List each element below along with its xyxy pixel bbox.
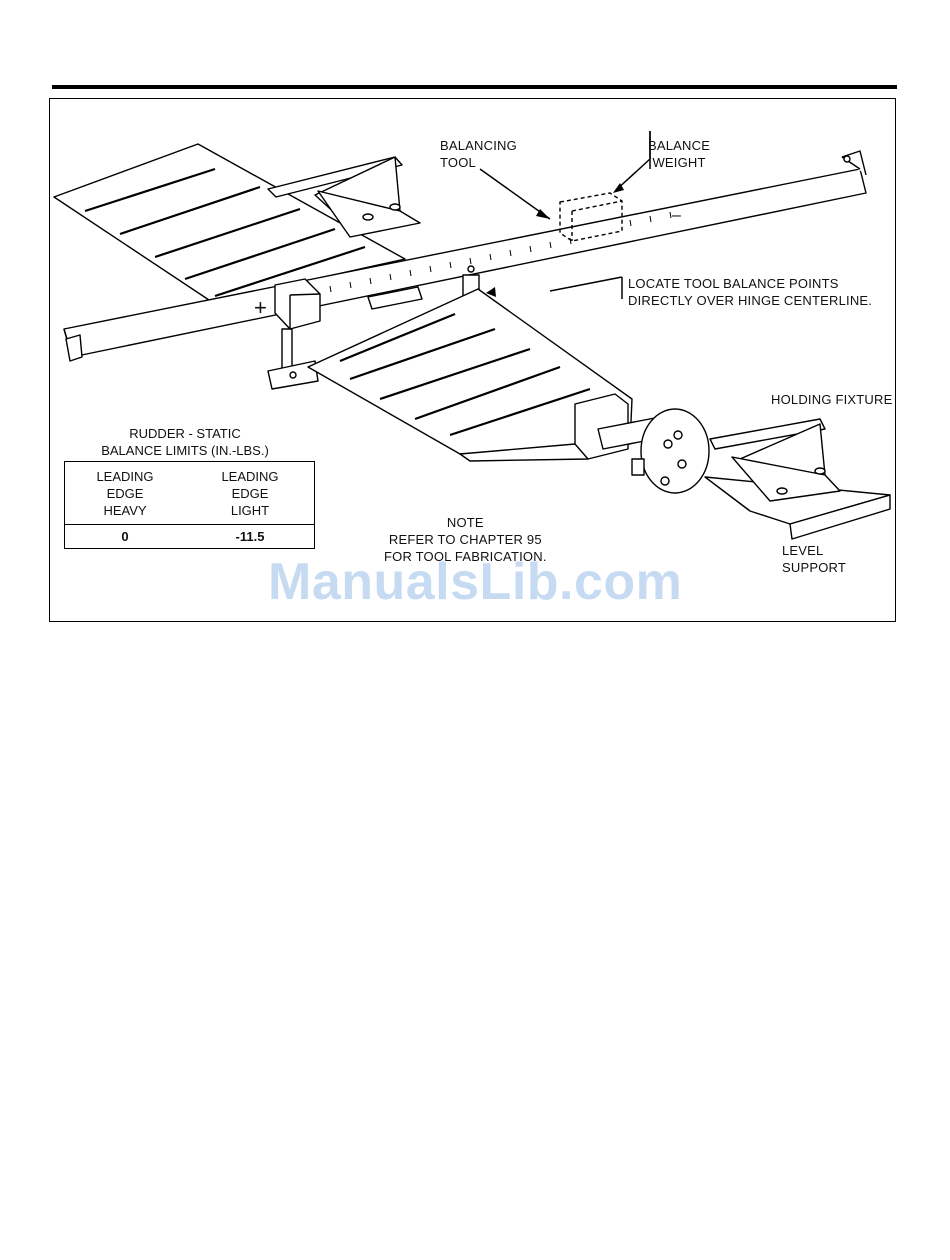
balance-weight-label: BALANCE WEIGHT xyxy=(648,137,710,171)
plus-sign: + xyxy=(254,299,267,316)
watermark: ManualsLib.com xyxy=(268,552,682,612)
column-header-heavy: LEADING EDGE HEAVY xyxy=(75,468,175,519)
balance-limits-table: LEADING EDGE HEAVY LEADING EDGE LIGHT 0 … xyxy=(64,461,315,549)
holding-fixture-label: HOLDING FIXTURE xyxy=(771,391,892,408)
value-light: -11.5 xyxy=(200,529,300,544)
table-divider xyxy=(65,524,314,525)
top-rule xyxy=(52,85,897,89)
minus-sign: – xyxy=(672,207,681,224)
left-clamp xyxy=(268,279,320,389)
level-support-label: LEVEL SUPPORT xyxy=(782,542,846,576)
figure-frame: BALANCING TOOL BALANCE WEIGHT LOCATE TOO… xyxy=(49,98,896,622)
balance-limits-title: RUDDER - STATIC BALANCE LIMITS (IN.-LBS.… xyxy=(80,425,290,459)
column-header-light: LEADING EDGE LIGHT xyxy=(200,468,300,519)
locate-tool-label: LOCATE TOOL BALANCE POINTS DIRECTLY OVER… xyxy=(628,275,872,309)
balancing-tool-label: BALANCING TOOL xyxy=(440,137,517,171)
value-heavy: 0 xyxy=(75,529,175,544)
